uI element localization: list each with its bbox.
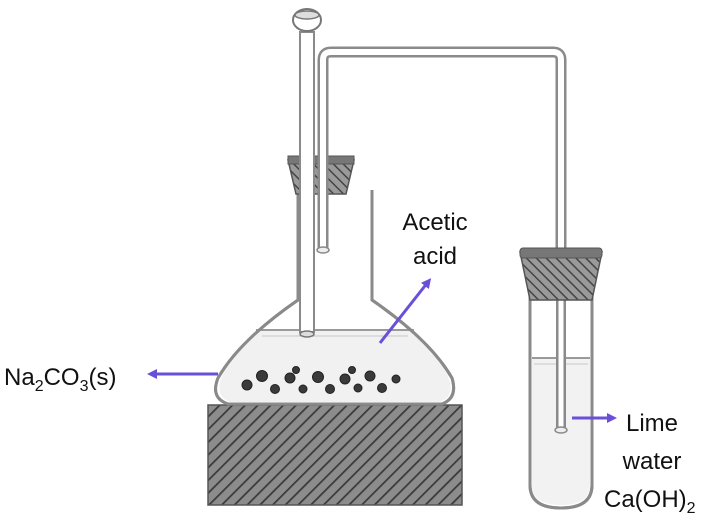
na2co3-sub-2: 3 xyxy=(80,378,89,395)
lime-water-label-line2: water xyxy=(622,448,682,475)
caoh2-sub: 2 xyxy=(687,500,696,517)
support-block xyxy=(207,404,463,506)
lime-water-label-line1: Lime xyxy=(626,410,678,437)
sodium-carbonate-particles xyxy=(241,366,401,394)
acetic-acid-liquid xyxy=(219,330,451,402)
na2co3-sub-1: 2 xyxy=(35,378,44,395)
thistle-funnel xyxy=(292,8,322,338)
conical-flask xyxy=(214,190,456,406)
acetic-acid-arrow xyxy=(378,278,432,344)
na2co3-part-na: Na xyxy=(4,364,35,391)
na2co3-part-co: CO xyxy=(44,364,80,391)
test-tube-stopper xyxy=(519,251,603,301)
na2co3-label: Na2CO3(s) xyxy=(4,364,116,395)
na2co3-part-state: (s) xyxy=(89,364,117,391)
caoh2-part-main: Ca(OH) xyxy=(604,486,687,513)
acetic-acid-label-line1: Acetic xyxy=(402,209,467,236)
acetic-acid-label-line2: acid xyxy=(413,243,457,270)
caoh2-label: Ca(OH)2 xyxy=(604,486,696,517)
